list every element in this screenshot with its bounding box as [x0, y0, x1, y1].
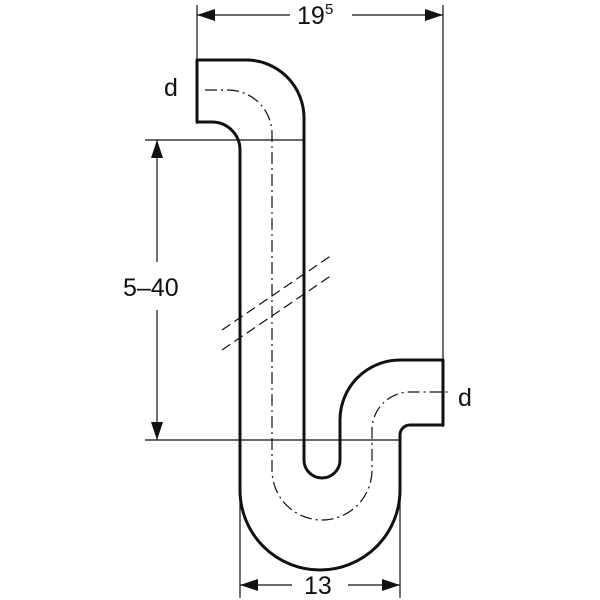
- vert-dim-value: 5–40: [123, 274, 179, 302]
- inlet-diameter-label: d: [164, 74, 178, 102]
- top-dim-value: 19: [297, 2, 325, 30]
- break-line-upper: [221, 254, 333, 331]
- top-dim-arrow-right: [425, 9, 443, 21]
- pipe-centerline: [205, 89, 448, 521]
- vert-dim-arrow-bottom: [151, 422, 163, 440]
- bottom-dim-value: 13: [304, 572, 332, 600]
- bottom-dim-arrow-right: [382, 579, 400, 591]
- bottom-dim-arrow-left: [240, 579, 258, 591]
- vert-dim-arrow-top: [151, 140, 163, 158]
- outlet-diameter-label: d: [458, 384, 472, 412]
- top-dim-arrow-left: [197, 9, 215, 21]
- pipe-outline: [195, 58, 445, 572]
- break-line-lower: [221, 274, 333, 351]
- top-dim-superscript: 5: [325, 1, 333, 18]
